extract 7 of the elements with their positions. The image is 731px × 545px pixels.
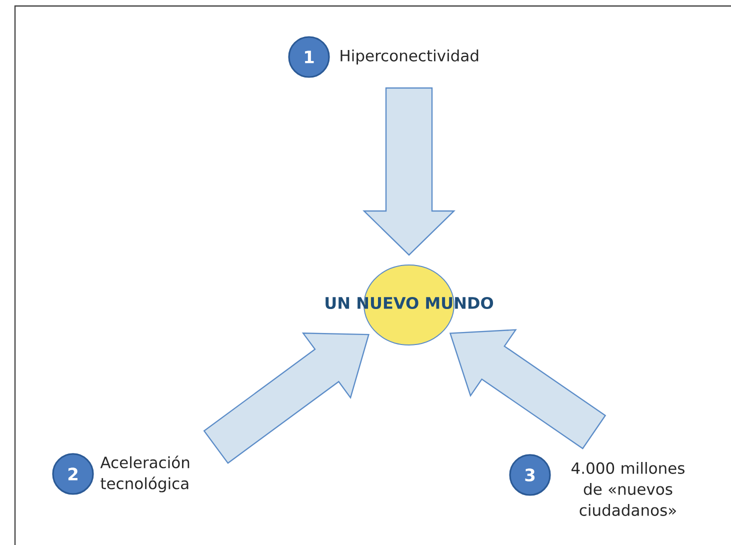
number-badge: 1 (288, 36, 330, 78)
number-badge: 2 (52, 453, 94, 495)
number-badge: 3 (509, 454, 551, 496)
block-arrow (362, 87, 456, 256)
label-text: Aceleración tecnológica (100, 456, 190, 492)
label-text: 4.000 millones de «nuevos ciudadanos» (572, 462, 684, 516)
label-text: Hiperconectividad (340, 49, 478, 64)
